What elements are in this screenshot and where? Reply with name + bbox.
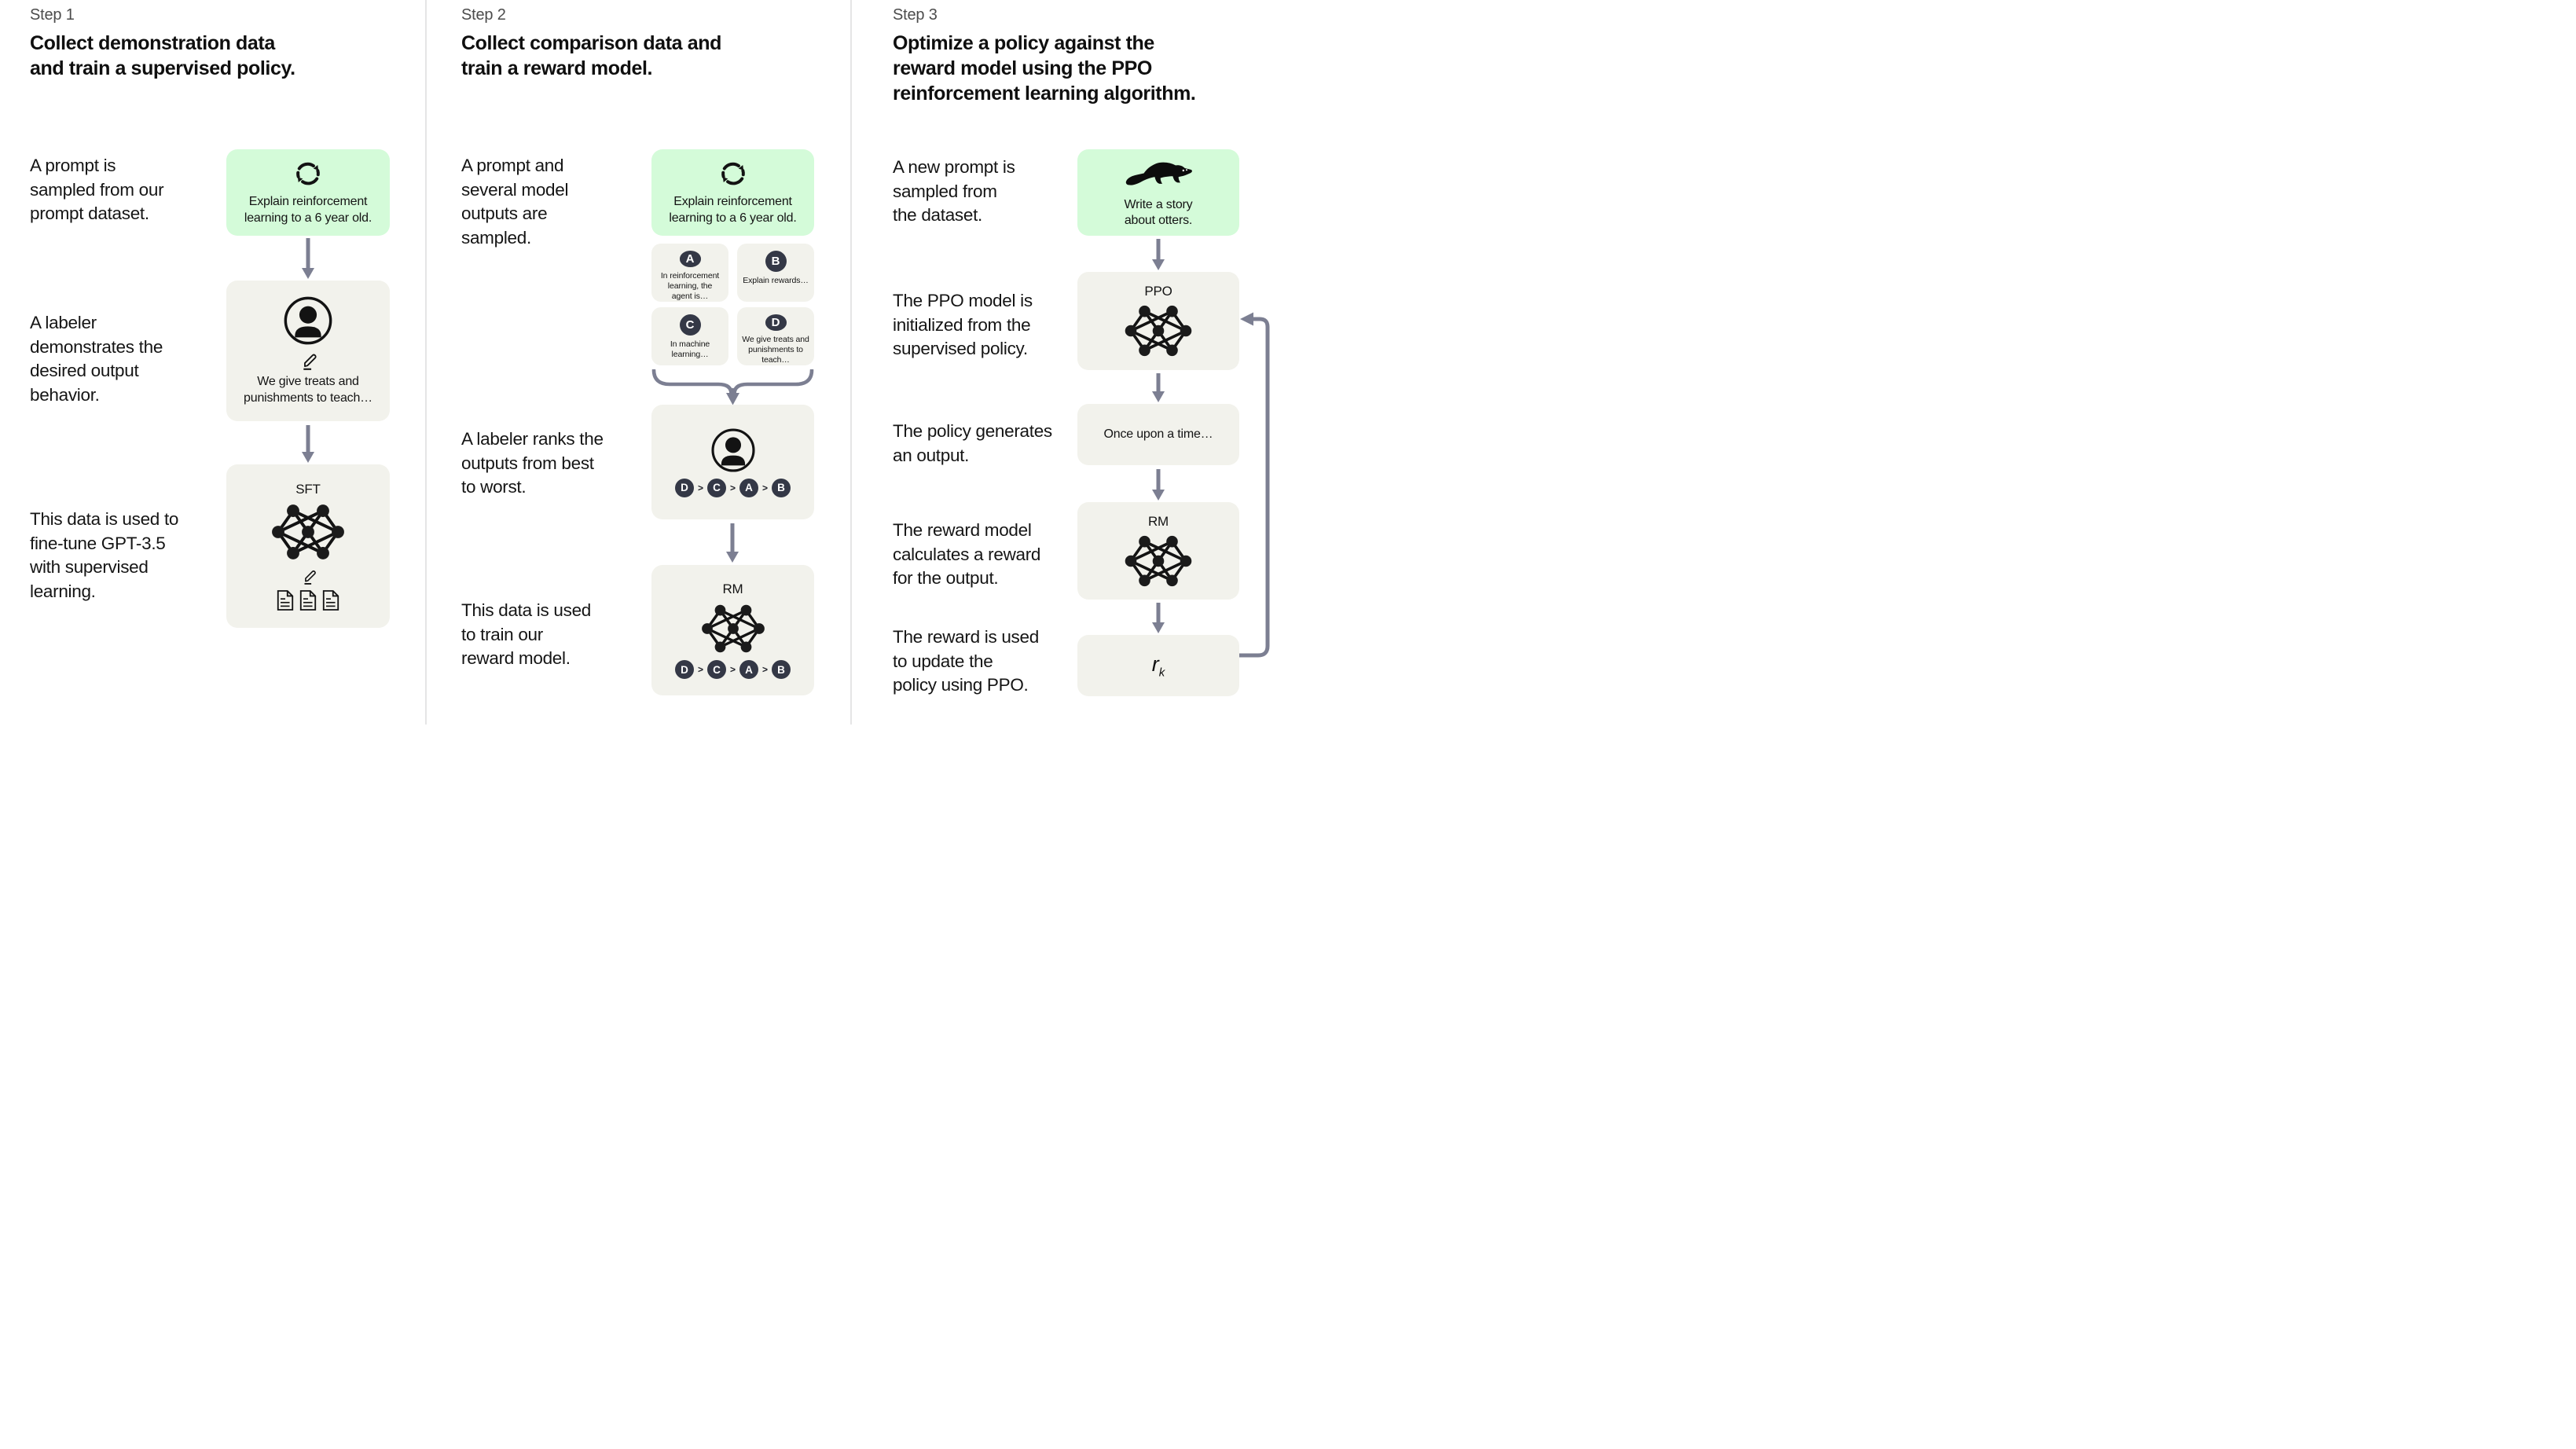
paragraph: A new prompt is sampled from the dataset… (893, 157, 1015, 226)
output-text: In machine learning… (670, 339, 710, 360)
ranking-badge: A (739, 478, 758, 497)
prompt-box-text: Explain reinforcement learning to a 6 ye… (244, 195, 372, 225)
labeler-box-text: We give treats and punishments to teach… (244, 375, 372, 405)
ranking-badge: C (706, 660, 726, 679)
loop-arrow-icon (1239, 312, 1270, 658)
paragraph: This data is used to fine-tune GPT-3.5 w… (30, 509, 179, 601)
paragraph: This data is used to train our reward mo… (461, 600, 591, 669)
prompt-box-text: Write a story about otters. (1124, 197, 1193, 227)
down-arrow-icon (302, 425, 314, 463)
prompt-box-text: Explain reinforcement learning to a 6 ye… (669, 195, 797, 225)
output-badge: B (765, 251, 787, 272)
paragraph: A prompt and several model outputs are s… (461, 156, 569, 248)
funnel-brace-arrow-icon (651, 369, 814, 405)
output-badge: D (765, 314, 787, 331)
ranking-box: D > C > A > B (651, 405, 814, 519)
rm-box: RM D > C > A > (651, 565, 814, 695)
down-arrow-icon (726, 523, 739, 563)
person-icon (284, 296, 332, 345)
document-icon (299, 589, 317, 611)
labeler-box: We give treats and punishments to teach… (226, 281, 390, 421)
ppo-box: PPO (1077, 272, 1239, 370)
rm-box: RM (1077, 502, 1239, 600)
output-box-text: Once upon a time… (1103, 427, 1213, 441)
output-badge: C (679, 314, 701, 336)
output-badge: A (679, 251, 701, 267)
column-divider (425, 0, 427, 724)
ranking-sequence: D > C > A > B (674, 660, 791, 679)
person-icon (710, 427, 755, 472)
down-arrow-icon (1152, 469, 1165, 501)
output-card-b: B Explain rewards… (737, 244, 814, 302)
ranking-badge: B (772, 660, 791, 679)
paragraph: The reward model calculates a reward for… (893, 520, 1041, 589)
sft-box: SFT (226, 464, 390, 628)
rlhf-diagram: Step 1 Collect demonstration data and tr… (0, 0, 1288, 724)
ranking-separator: > (762, 664, 769, 675)
column-divider (850, 0, 852, 724)
step-title: Collect comparison data and train a rewa… (461, 32, 721, 79)
ppo-label: PPO (1144, 284, 1172, 299)
ranking-separator: > (697, 664, 703, 675)
reward-box: rk (1077, 635, 1239, 696)
neural-network-icon (1125, 305, 1192, 357)
prompt-box: Explain reinforcement learning to a 6 ye… (226, 149, 390, 236)
output-text: In reinforcement learning, the agent is… (660, 270, 720, 301)
document-icon (322, 589, 339, 611)
ranking-badge: B (772, 478, 791, 497)
step-title: Collect demonstration data and train a s… (30, 32, 295, 79)
rm-label: RM (722, 581, 743, 596)
paragraph: The reward is used to update the policy … (893, 627, 1039, 695)
ranking-separator: > (729, 664, 736, 675)
ranking-separator: > (729, 482, 736, 493)
neural-network-icon (272, 504, 344, 559)
paragraph: The policy generates an output. (893, 421, 1052, 465)
paragraph: A prompt is sampled from our prompt data… (30, 156, 164, 224)
down-arrow-icon (1152, 239, 1165, 270)
sft-label: SFT (295, 481, 321, 497)
output-card-a: A In reinforcement learning, the agent i… (651, 244, 728, 302)
step-label: Step 1 (30, 6, 75, 24)
ranking-separator: > (697, 482, 703, 493)
paragraph: A labeler demonstrates the desired outpu… (30, 313, 163, 405)
paragraph: The PPO model is initialized from the su… (893, 291, 1033, 359)
cycle-arrows-icon (721, 163, 745, 185)
output-text: Explain rewards… (743, 276, 809, 285)
pencil-icon (303, 570, 316, 585)
neural-network-icon (1125, 535, 1192, 586)
step-label: Step 3 (893, 6, 938, 24)
prompt-box: Explain reinforcement learning to a 6 ye… (651, 149, 814, 236)
down-arrow-icon (302, 238, 314, 279)
pencil-icon (303, 354, 317, 371)
output-box: Once upon a time… (1077, 404, 1239, 465)
step-title: Optimize a policy against the reward mod… (893, 32, 1196, 105)
rm-label: RM (1147, 513, 1169, 529)
cycle-arrows-icon (296, 163, 320, 185)
ranking-badge: A (739, 660, 758, 679)
otter-icon (1125, 162, 1192, 185)
ranking-badge: D (674, 660, 694, 679)
output-card-c: C In machine learning… (651, 307, 728, 365)
down-arrow-icon (1152, 603, 1165, 633)
output-card-d: D We give treats and punishments to teac… (737, 307, 814, 365)
ranking-separator: > (762, 482, 769, 493)
documents-icon (276, 589, 340, 611)
prompt-box: Write a story about otters. (1077, 149, 1239, 236)
reward-symbol: rk (1151, 651, 1165, 680)
ranking-badge: C (706, 478, 726, 497)
document-icon (277, 589, 294, 611)
paragraph: A labeler ranks the outputs from best to… (461, 429, 604, 497)
output-text: We give treats and punishments to teach… (742, 334, 809, 365)
ranking-badge: D (674, 478, 694, 497)
neural-network-icon (701, 604, 765, 653)
down-arrow-icon (1152, 373, 1165, 402)
step-label: Step 2 (461, 6, 506, 24)
ranking-sequence: D > C > A > B (674, 478, 791, 497)
